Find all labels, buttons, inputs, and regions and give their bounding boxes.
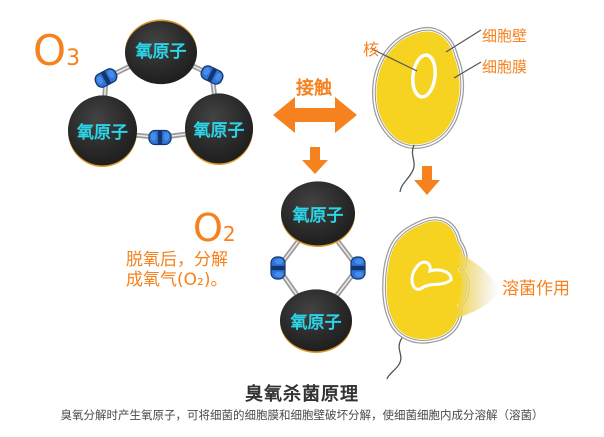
o3-bond-connector-right: [200, 65, 224, 85]
o2-formula: O2: [193, 209, 236, 247]
o3-formula-letter: O: [33, 26, 67, 75]
o2-note: 脱氧后，分解 成氧气(O₂)。: [126, 250, 228, 290]
transform-down-arrow: [302, 147, 328, 174]
lysis-label: 溶菌作用: [502, 279, 570, 299]
bacterium-intact: [371, 27, 482, 193]
o2-formula-letter: O: [193, 206, 223, 250]
cell-wall-leader-line: [445, 29, 482, 53]
cell-wall-label: 细胞壁: [482, 27, 528, 45]
contact-double-arrow: [273, 97, 357, 133]
o2-molecule: 氧原子 氧原子: [270, 181, 366, 353]
o2-atom-bottom: 氧原子: [280, 289, 352, 353]
o3-atom-top: 氧原子: [125, 19, 197, 85]
cytoplasm-spill: [452, 250, 500, 320]
o2-note-line2: 成氧气(O₂)。: [126, 270, 228, 290]
o3-bond-connector-left: [94, 68, 118, 88]
o3-bond-connector-bottom: [148, 129, 172, 146]
cell-nucleus: [411, 53, 437, 99]
lysed-cell-nucleus: [410, 260, 453, 291]
o3-formula-subscript: 3: [66, 46, 81, 71]
o3-formula: O3: [33, 30, 80, 72]
o3-atom-top-label: 氧原子: [135, 41, 187, 62]
nucleus-leader-line: [371, 48, 418, 72]
cell-flagellum: [399, 144, 415, 193]
o2-atom-top: 氧原子: [281, 181, 355, 247]
diagram-title: 臭氧杀菌原理: [245, 384, 359, 405]
o2-formula-subscript: 2: [222, 222, 236, 246]
o3-molecule: 氧原子 氧原子 氧原子: [68, 19, 253, 167]
o3-atom-right-label: 氧原子: [193, 120, 245, 141]
cell-membrane-label: 细胞膜: [482, 58, 528, 76]
o3-atom-left: 氧原子: [68, 95, 137, 167]
bacterium-lysed: [382, 216, 500, 380]
o2-note-line1: 脱氧后，分解: [126, 250, 228, 270]
o2-atom-bottom-label: 氧原子: [290, 312, 342, 333]
o2-atom-top-label: 氧原子: [292, 205, 344, 226]
lysed-cell-cytoplasm: [386, 221, 466, 340]
nucleus-label: 核: [363, 40, 380, 59]
o2-bond-connector-left: [270, 256, 286, 280]
cell-membrane-leader-line: [453, 61, 482, 79]
lysed-cell-flagellum: [386, 337, 403, 380]
o3-atom-left-label: 氧原子: [76, 122, 128, 143]
contact-label: 接触: [296, 78, 332, 99]
cell-cytoplasm: [376, 31, 460, 145]
o2-bond-connector-right: [350, 256, 366, 280]
diagram-description: 臭氧分解时产生氧原子，可将细菌的细胞膜和细胞壁破坏分解，使细菌细胞内成分溶解（溶…: [60, 408, 544, 422]
o3-atom-right: 氧原子: [185, 93, 253, 165]
attack-down-arrow: [414, 166, 440, 195]
